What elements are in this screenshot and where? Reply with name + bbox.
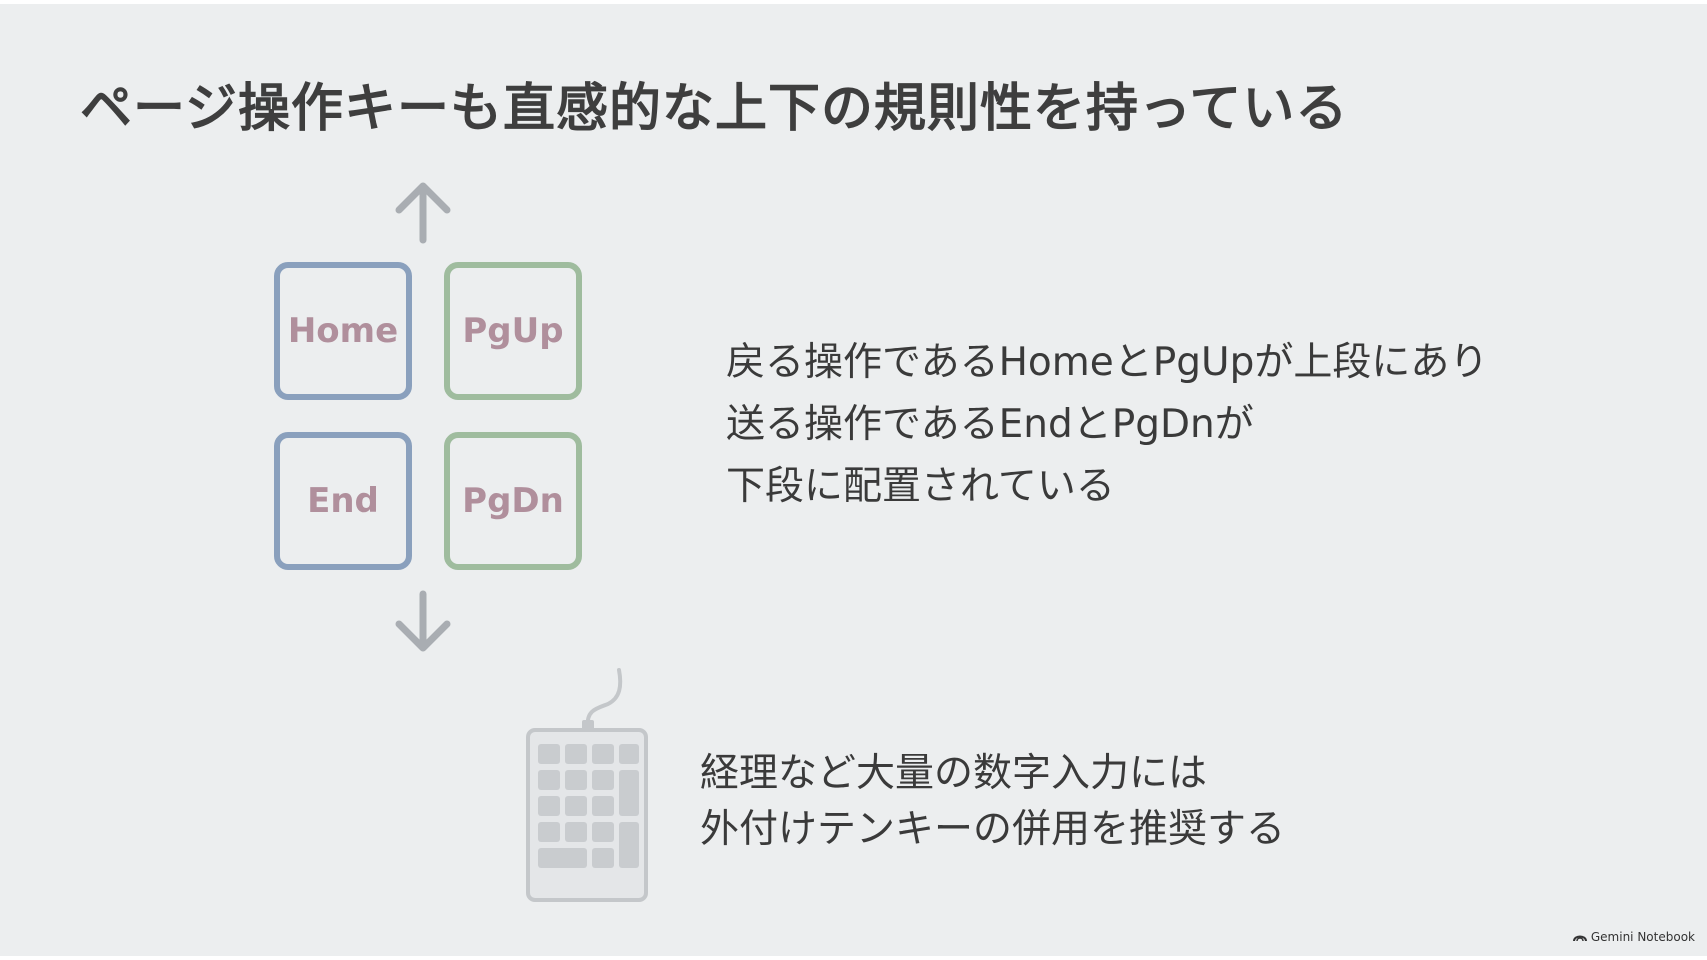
description-line: 戻る操作であるHomeとPgUpが上段にあり: [726, 340, 1489, 385]
pgup-key-label: PgUp: [462, 311, 564, 351]
description-line: 下段に配置されている: [726, 464, 1115, 509]
description-line: 送る操作であるEndとPgDnが: [726, 402, 1254, 447]
pgup-key: PgUp: [444, 262, 582, 400]
tip-line: 経理など大量の数字入力には: [700, 751, 1208, 796]
brand-label: Gemini Notebook: [1590, 930, 1695, 944]
end-key-label: End: [307, 481, 379, 521]
slide: ページ操作キーも直感的な上下の規則性を持っている Home PgUp End P…: [0, 4, 1707, 956]
arrow-down-icon: [395, 590, 451, 652]
tip-line: 外付けテンキーの併用を推奨する: [700, 807, 1286, 852]
numpad-tip: 経理など大量の数字入力には 外付けテンキーの併用を推奨する: [700, 746, 1285, 858]
pgdn-key: PgDn: [444, 432, 582, 570]
slide-title: ページ操作キーも直感的な上下の規則性を持っている: [80, 79, 1349, 139]
home-key-label: Home: [287, 311, 399, 351]
brand-watermark: Gemini Notebook: [1572, 930, 1695, 944]
arrow-up-icon: [395, 182, 451, 244]
page-keys-diagram: Home PgUp End PgDn: [268, 180, 608, 660]
numeric-keypad-icon: [526, 668, 648, 902]
key-layout-description: 戻る操作であるHomeとPgUpが上段にあり 送る操作であるEndとPgDnが …: [726, 332, 1488, 518]
pgdn-key-label: PgDn: [462, 481, 564, 521]
home-key: Home: [274, 262, 412, 400]
gemini-logo-icon: [1572, 935, 1587, 942]
end-key: End: [274, 432, 412, 570]
